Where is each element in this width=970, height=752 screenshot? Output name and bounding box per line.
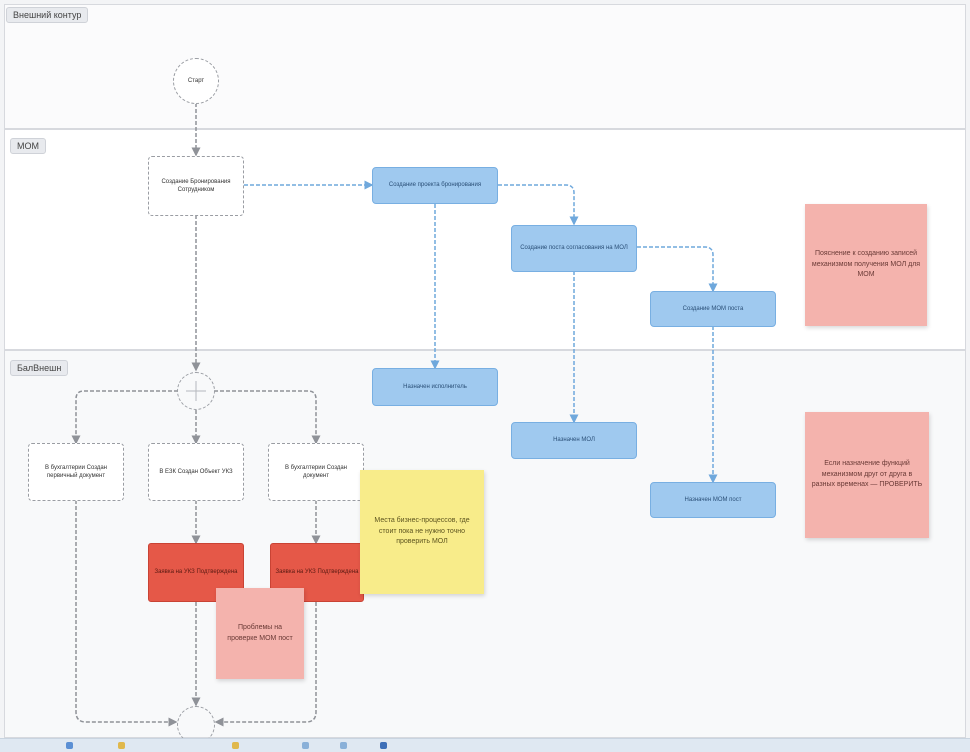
taskbar-app-icon[interactable] [302,742,309,749]
note-pink-2[interactable]: Если назначение функций механизмом друг … [805,412,929,538]
lane-label-mom: МОМ [10,138,46,154]
lane-label-external: Внешний контур [6,7,89,23]
taskbar-app-icon[interactable] [118,742,125,749]
node-blue-mom-post[interactable]: Создание МОМ поста [650,291,776,327]
node-proc1[interactable]: В бухгалтерии Создан первичный документ [28,443,124,501]
taskbar [0,738,970,752]
node-blue-assigned-executor[interactable]: Назначен исполнитель [372,368,498,406]
note-yellow-1[interactable]: Места бизнес-процессов, где стоит пока н… [360,470,484,594]
edge-blue2-blue3 [637,246,718,293]
node-blue-assigned-mol[interactable]: Назначен МОЛ [511,422,637,459]
node-blue-create-project[interactable]: Создание проекта бронирования [372,167,498,204]
node-create-booking[interactable]: Создание Бронирования Сотрудником [148,156,244,216]
taskbar-app-icon[interactable] [340,742,347,749]
node-blue-assigned-mom-post[interactable]: Назначен МОМ пост [650,482,776,518]
edge-gateway-proc1 [71,390,178,445]
edge-blue1-blue2 [498,184,579,226]
note-pink-3[interactable]: Проблемы на проверке МОМ пост [216,588,304,679]
edge-gateway-proc3 [214,390,321,445]
note-pink-1[interactable]: Пояснение к созданию записей механизмом … [805,204,927,326]
parallel-gateway[interactable] [177,372,215,410]
taskbar-app-icon[interactable] [232,742,239,749]
node-proc3[interactable]: В бухгалтерии Создан документ [268,443,364,501]
node-proc2[interactable]: В ЕЗК Создан Объект УКЗ [148,443,244,501]
lane-external [4,4,966,129]
edge-proc1-join [75,500,178,727]
taskbar-app-icon[interactable] [380,742,387,749]
edge-red2-join [214,602,317,727]
node-blue-approval-post[interactable]: Создание поста согласования на МОЛ [511,225,637,272]
lane-label-balvneshn: БалВнешн [10,360,69,376]
taskbar-app-icon[interactable] [66,742,73,749]
start-event[interactable]: Старт [173,58,219,104]
